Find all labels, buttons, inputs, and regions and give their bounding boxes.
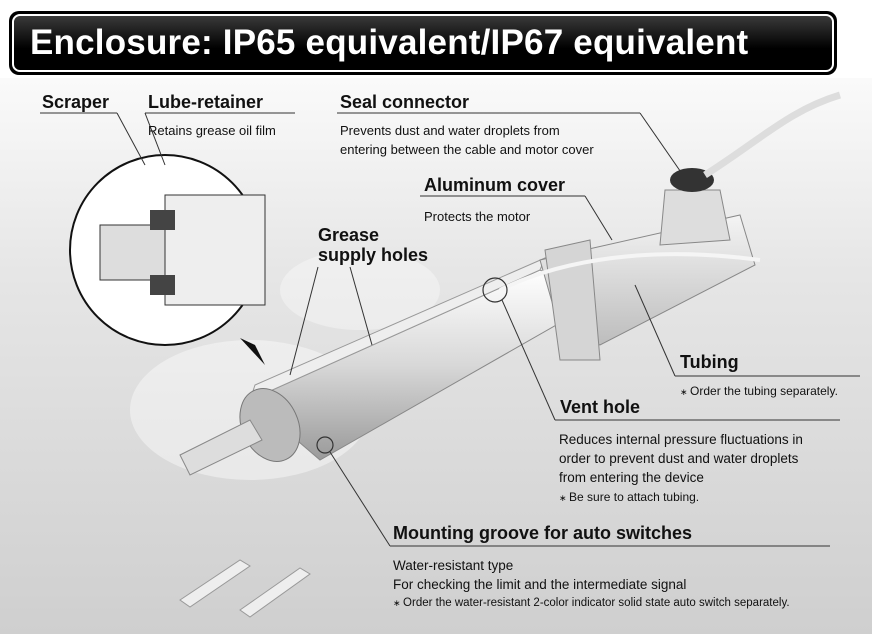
groove-marker bbox=[316, 436, 334, 454]
vent-hole-marker bbox=[482, 277, 508, 303]
mounting-groove-desc-1: Water-resistant type bbox=[393, 558, 514, 573]
vent-hole-desc-3: from entering the device bbox=[559, 470, 704, 485]
grease-holes-label-1: Grease bbox=[318, 225, 380, 245]
seal-connector-label: Seal connector bbox=[340, 92, 470, 112]
vent-hole-label: Vent hole bbox=[560, 397, 641, 417]
auto-switches bbox=[179, 559, 311, 618]
vent-hole-desc-2: order to prevent dust and water droplets bbox=[559, 451, 799, 466]
mounting-groove-note: Order the water-resistant 2-color indica… bbox=[393, 597, 790, 609]
lube-retainer-desc: Retains grease oil film bbox=[148, 123, 276, 138]
aluminum-cover-label: Aluminum cover bbox=[424, 175, 566, 195]
seal-connector-desc-1: Prevents dust and water droplets from bbox=[340, 123, 560, 138]
lube-retainer-label: Lube-retainer bbox=[148, 92, 264, 112]
tubing-label: Tubing bbox=[680, 352, 739, 372]
title-bar: Enclosure: IP65 equivalent/IP67 equivale… bbox=[9, 11, 837, 75]
actuator-body bbox=[179, 91, 842, 476]
aluminum-cover-desc: Protects the motor bbox=[424, 209, 531, 224]
mounting-groove-desc-2: For checking the limit and the intermedi… bbox=[393, 577, 687, 592]
seal-connector-desc-2: entering between the cable and motor cov… bbox=[340, 142, 594, 157]
tubing-note: Order the tubing separately. bbox=[680, 384, 838, 398]
scraper-label: Scraper bbox=[42, 92, 110, 112]
vent-hole-note: Be sure to attach tubing. bbox=[559, 490, 699, 504]
page-title: Enclosure: IP65 equivalent/IP67 equivale… bbox=[30, 23, 749, 62]
detail-magnifier bbox=[69, 154, 266, 365]
leader-lines bbox=[40, 112, 860, 547]
vent-hole-desc-1: Reduces internal pressure fluctuations i… bbox=[559, 432, 803, 447]
grease-holes-label-2: supply holes bbox=[318, 245, 429, 265]
mounting-groove-label: Mounting groove for auto switches bbox=[393, 523, 693, 543]
